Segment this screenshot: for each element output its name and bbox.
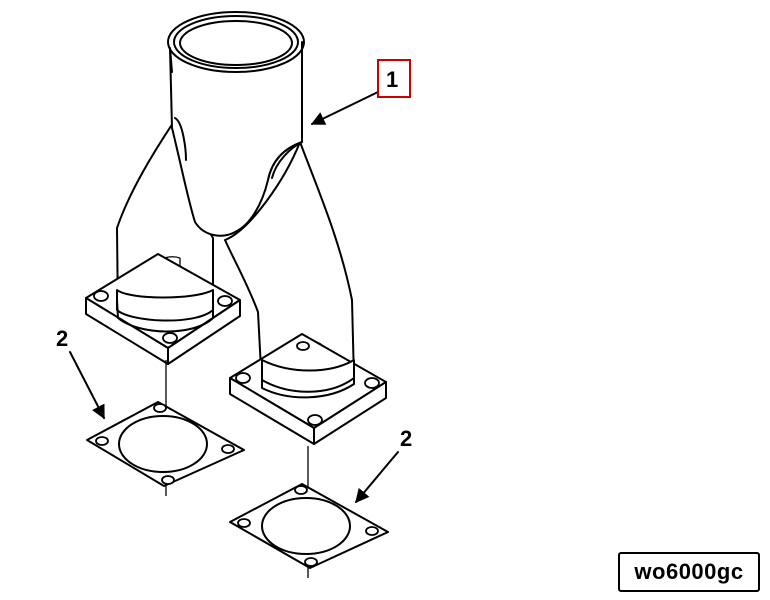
leader-arrow-2a xyxy=(69,351,105,420)
leader-arrow-1 xyxy=(310,91,379,125)
figure-id: wo6000gc xyxy=(634,559,744,584)
gasket-left xyxy=(86,401,245,487)
right-flange xyxy=(229,333,387,445)
callout-2b: 2 xyxy=(400,426,412,451)
gasket-right xyxy=(229,483,389,569)
callout-1-highlight-box xyxy=(377,59,411,98)
y-pipe-part xyxy=(85,11,387,445)
leader-arrow-2b xyxy=(355,451,399,504)
figure-id-box: wo6000gc xyxy=(618,552,760,592)
left-flange xyxy=(85,253,241,365)
callout-2a: 2 xyxy=(56,326,68,351)
trunk xyxy=(169,39,303,237)
callout-1: 1 xyxy=(386,67,398,92)
